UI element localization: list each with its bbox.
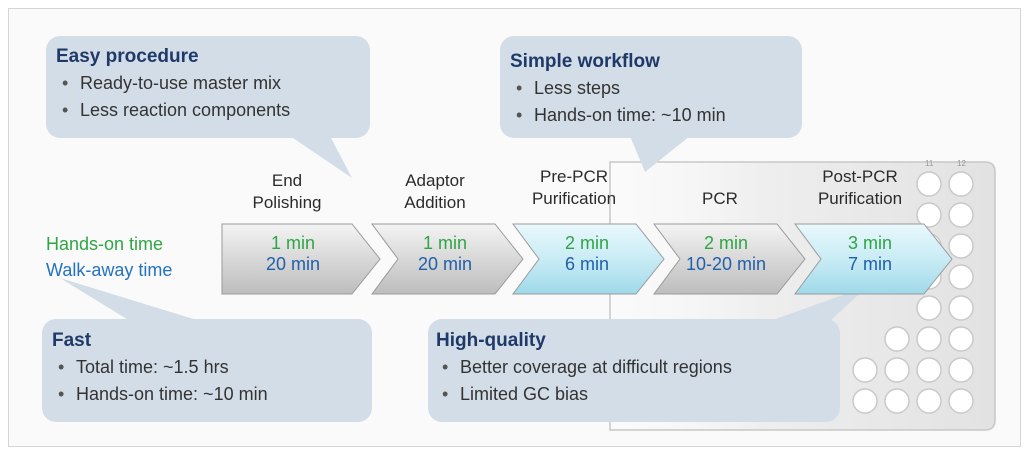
arrow-pcr xyxy=(653,223,806,295)
step-times-post-pcr: 3 min 7 min xyxy=(810,233,930,275)
step-label-pcr: PCR xyxy=(670,166,770,210)
step-times-pcr: 2 min 10-20 min xyxy=(664,233,788,275)
step-label-line2: Addition xyxy=(404,193,466,212)
callout-fast-item: Total time: ~1.5 hrs xyxy=(58,354,268,381)
callout-easy-title: Easy procedure xyxy=(56,46,199,67)
step-times-pre-pcr: 2 min 6 min xyxy=(530,233,644,275)
step-label-line2: Purification xyxy=(531,189,617,208)
callout-fast-item: Hands-on time: ~10 min xyxy=(58,381,268,408)
well-col-label-12: 12 xyxy=(957,159,966,168)
legend-walk-away: Walk-away time xyxy=(46,260,173,280)
step-label-line1: Adaptor xyxy=(405,171,465,190)
step-label-line1: End xyxy=(271,171,303,190)
walk-away-value: 10-20 min xyxy=(685,254,767,274)
step-times-adaptor-addition: 1 min 20 min xyxy=(388,233,502,275)
hands-on-value: 2 min xyxy=(703,233,748,253)
step-label-line1: Post-PCR xyxy=(822,167,898,186)
step-label-line2: Polishing xyxy=(252,193,322,212)
step-label-end-polishing: End Polishing xyxy=(232,170,342,214)
walk-away-value: 20 min xyxy=(265,254,321,274)
arrow-post-pcr xyxy=(794,223,953,295)
walk-away-value: 7 min xyxy=(847,254,892,274)
callout-simple: Simple workflow Less steps Hands-on time… xyxy=(510,51,726,129)
step-times-end-polishing: 1 min 20 min xyxy=(232,233,354,275)
arrow-pre-pcr xyxy=(512,223,665,295)
callout-easy-item: Less reaction components xyxy=(62,97,290,124)
hands-on-value: 3 min xyxy=(847,233,892,253)
walk-away-value: 6 min xyxy=(564,254,609,274)
well-col-label-11: 11 xyxy=(925,159,934,168)
step-label-line2: Purification xyxy=(817,189,903,208)
step-label-line1: Pre-PCR xyxy=(539,167,608,186)
step-label-line1 xyxy=(670,166,770,188)
callout-simple-item: Less steps xyxy=(516,75,726,102)
callout-fast-title: Fast xyxy=(52,330,92,351)
step-label-adaptor-addition: Adaptor Addition xyxy=(380,170,490,214)
hands-on-value: 1 min xyxy=(270,233,315,253)
callout-fast: Fast Total time: ~1.5 hrs Hands-on time:… xyxy=(52,330,268,408)
arrow-end-polishing xyxy=(221,223,381,295)
arrow-adaptor-addition xyxy=(371,223,524,295)
callout-quality-title: High-quality xyxy=(436,330,546,351)
callout-quality: High-quality Better coverage at difficul… xyxy=(436,330,732,408)
step-label-post-pcr: Post-PCR Purification xyxy=(800,166,920,210)
callout-quality-item: Better coverage at difficult regions xyxy=(442,354,732,381)
callout-simple-item: Hands-on time: ~10 min xyxy=(516,102,726,129)
callout-easy: Easy procedure Ready-to-use master mix L… xyxy=(56,46,290,124)
step-label-pre-pcr: Pre-PCR Purification xyxy=(514,166,634,210)
step-label-line2: PCR xyxy=(702,189,738,208)
callout-simple-title: Simple workflow xyxy=(510,51,660,72)
callout-easy-item: Ready-to-use master mix xyxy=(62,70,290,97)
legend-hands-on: Hands-on time xyxy=(46,234,164,254)
callout-quality-item: Limited GC bias xyxy=(442,381,732,408)
walk-away-value: 20 min xyxy=(417,254,473,274)
hands-on-value: 1 min xyxy=(422,233,467,253)
hands-on-value: 2 min xyxy=(564,233,609,253)
